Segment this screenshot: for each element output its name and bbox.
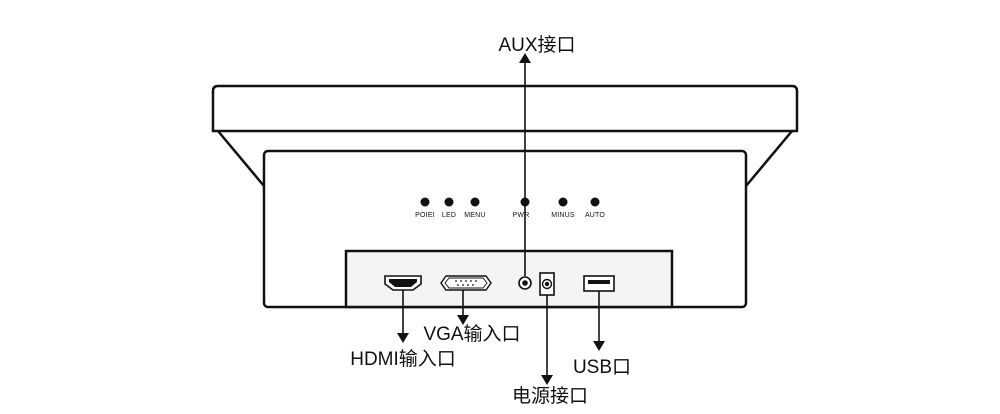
aux-callout-label: AUX接口 (498, 34, 575, 56)
led-button[interactable] (444, 197, 454, 207)
callout-arrows (397, 53, 605, 385)
auto-button[interactable] (590, 197, 600, 207)
menu-button[interactable] (470, 197, 480, 207)
aux-port-icon[interactable] (518, 276, 532, 290)
poiei-button-label: POIEI (415, 212, 435, 219)
hdmi-callout-label: HDMI输入口 (350, 348, 456, 370)
vga-callout-label: VGA输入口 (423, 323, 520, 345)
auto-button-label: AUTO (585, 212, 605, 219)
power-callout-label: 电源接口 (512, 385, 588, 407)
poiei-button[interactable] (420, 197, 430, 207)
usb-callout-label: USB口 (573, 357, 631, 378)
minus-button[interactable] (558, 197, 568, 207)
menu-button-label: MENU (464, 212, 485, 219)
vga-port-icon[interactable] (440, 275, 492, 291)
device-top-frame (211, 84, 799, 187)
callout-labels: AUX接口 VGA输入口 HDMI输入口 USB口 电源接口 (350, 34, 631, 407)
power-port-icon[interactable] (539, 272, 555, 296)
hdmi-port-icon[interactable] (384, 275, 422, 291)
pwr-button-label: PWR (513, 212, 530, 219)
led-button-label: LED (442, 212, 456, 219)
control-button-row: POIEI LED MENU PWR MINUS AUTO (415, 197, 605, 219)
usb-port-icon[interactable] (583, 275, 615, 292)
minus-button-label: MINUS (551, 212, 575, 219)
